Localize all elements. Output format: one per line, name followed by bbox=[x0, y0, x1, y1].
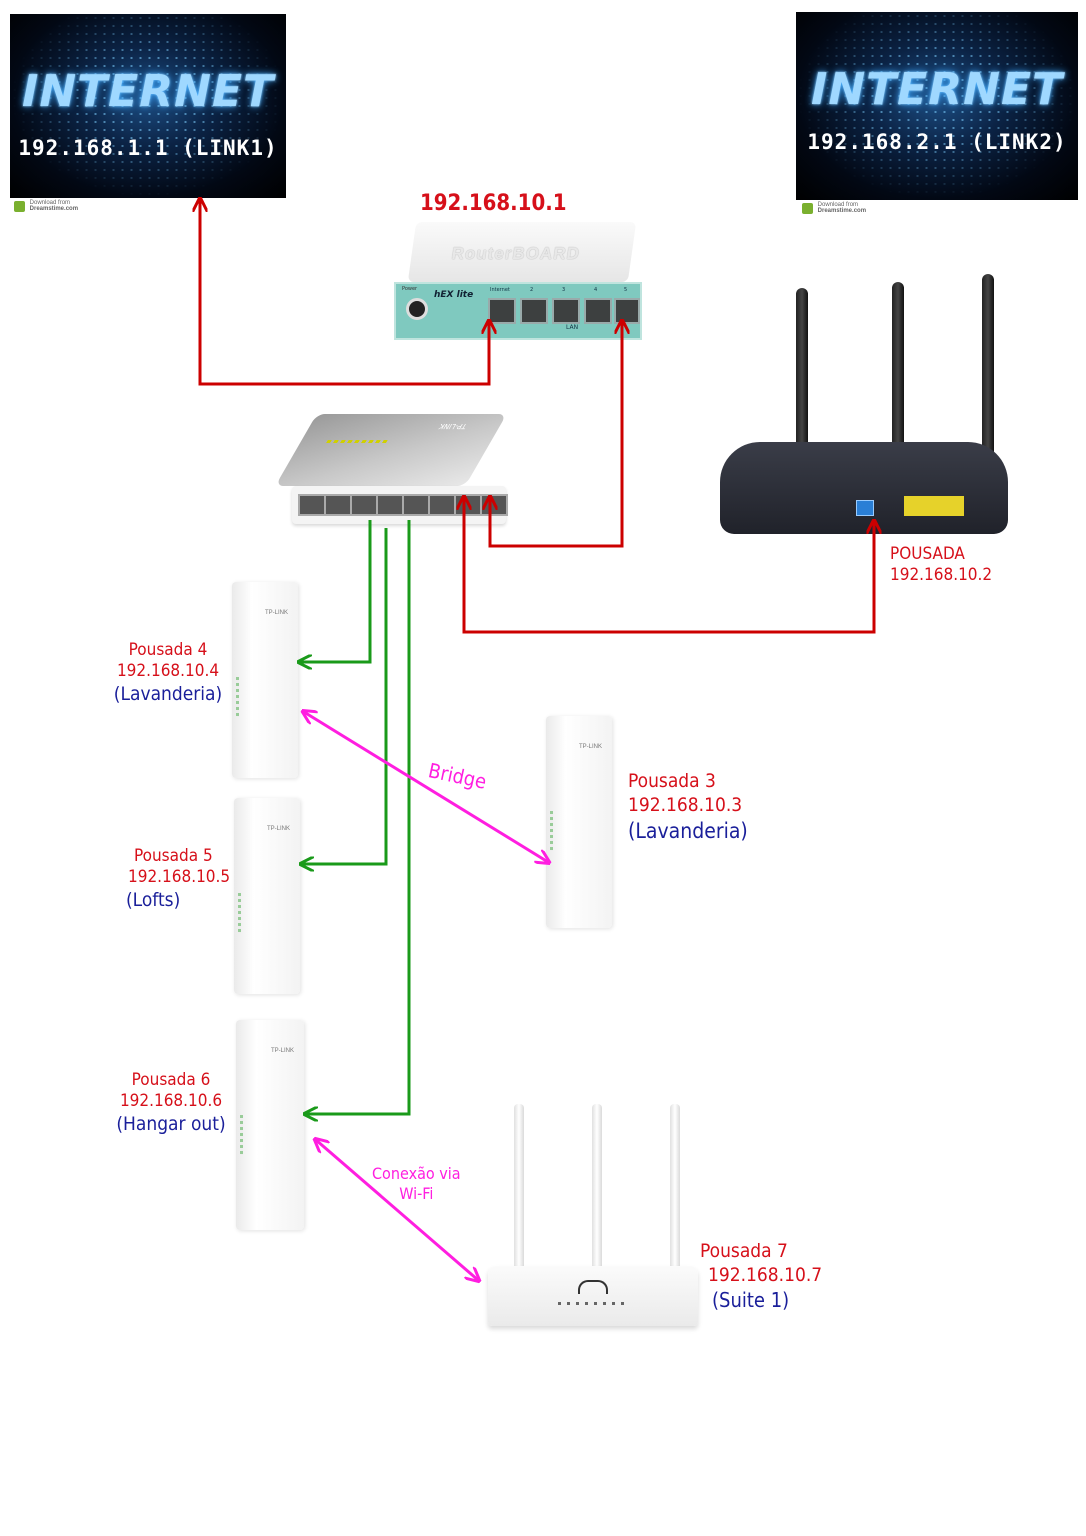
pousada6-access-point: TP-LINK bbox=[236, 1020, 304, 1230]
credit-line1: Download from bbox=[29, 200, 71, 206]
pousada7-router bbox=[486, 1100, 700, 1360]
device-ip: 192.168.10.6 bbox=[119, 1091, 223, 1112]
pousada7-label: Pousada 7 192.168.10.7 (Suite 1) bbox=[700, 1240, 822, 1313]
ap-brand: TP-LINK bbox=[270, 1048, 294, 1054]
internet-title: INTERNET bbox=[21, 66, 275, 117]
port-label-5: 5 bbox=[624, 287, 628, 293]
device-name: POUSADA bbox=[890, 544, 965, 564]
pousada4-label: Pousada 4 192.168.10.4 (Lavanderia) bbox=[98, 640, 238, 706]
lan-ports[interactable] bbox=[904, 496, 964, 516]
pousada5-access-point: TP-LINK bbox=[234, 798, 300, 994]
ap-brand: TP-LINK bbox=[266, 826, 290, 832]
device-ip: 192.168.10.2 bbox=[890, 565, 993, 586]
wire-switch-to-pousada4 bbox=[300, 520, 372, 662]
pousada5-label: Pousada 5 192.168.10.5 (Lofts) bbox=[110, 846, 240, 912]
device-location: (Suite 1) bbox=[712, 1287, 790, 1312]
device-location: (Lofts) bbox=[126, 888, 181, 911]
wifi-label-line1: Conexão via bbox=[372, 1164, 461, 1183]
internet-link2-panel: INTERNET 192.168.2.1 (LINK2) bbox=[796, 12, 1078, 200]
port-label-4: 4 bbox=[594, 287, 598, 293]
internet-link1-panel: INTERNET 192.168.1.1 (LINK1) bbox=[10, 14, 286, 198]
wire-router-to-link1 bbox=[200, 200, 489, 386]
ap-leds bbox=[238, 893, 241, 933]
device-name: Pousada 4 bbox=[128, 640, 208, 660]
ap-brand: TP-LINK bbox=[264, 610, 288, 616]
wire-switch-to-pousada6 bbox=[306, 520, 411, 1114]
device-ip: 192.168.10.4 bbox=[116, 661, 220, 682]
ap-leds bbox=[236, 677, 239, 717]
router-body bbox=[488, 1266, 698, 1326]
dreamstime-logo-icon bbox=[14, 200, 25, 212]
pousada-main-label: POUSADA 192.168.10.2 bbox=[890, 544, 992, 587]
pousada6-label: Pousada 6 192.168.10.6 (Hangar out) bbox=[96, 1070, 246, 1136]
multilaser-logo-icon bbox=[578, 1280, 608, 1294]
device-ip: 192.168.10.7 bbox=[708, 1263, 823, 1286]
device-name: Pousada 6 bbox=[131, 1070, 211, 1090]
internet-particles bbox=[796, 12, 1078, 200]
antenna-right-icon bbox=[670, 1104, 680, 1270]
router-status-leds bbox=[558, 1302, 628, 1305]
wire-router-to-switch bbox=[490, 322, 622, 548]
wire-switch-to-pousada5 bbox=[302, 528, 388, 864]
port-label-internet: Internet bbox=[490, 287, 510, 293]
internet-title: INTERNET bbox=[810, 64, 1064, 115]
ap-brand: TP-LINK bbox=[578, 744, 602, 750]
antenna-middle-icon bbox=[592, 1104, 602, 1270]
device-name: Pousada 3 bbox=[628, 770, 716, 792]
port-label-2: 2 bbox=[530, 287, 534, 293]
pousada4-access-point: TP-LINK bbox=[232, 582, 298, 778]
internet-particles bbox=[10, 14, 286, 198]
dreamstime-logo-icon bbox=[802, 202, 813, 214]
antenna-left-icon bbox=[514, 1104, 524, 1270]
link1-label: 192.168.1.1 (LINK1) bbox=[18, 136, 278, 160]
device-ip: 192.168.10.5 bbox=[128, 867, 231, 888]
link-bridge-pousada4-pousada3 bbox=[304, 712, 548, 862]
device-location: (Hangar out) bbox=[116, 1112, 226, 1135]
pousada3-access-point: TP-LINK bbox=[546, 716, 612, 928]
link2-label: 192.168.2.1 (LINK2) bbox=[807, 130, 1067, 154]
wire-switch-to-pousada-main bbox=[464, 498, 874, 634]
credit-line2: Dreamstime.com bbox=[817, 208, 867, 214]
link-wifi-pousada6-pousada7 bbox=[316, 1140, 478, 1280]
device-location: (Lavanderia) bbox=[113, 682, 223, 705]
wifi-label-line2: Wi-Fi bbox=[399, 1184, 434, 1203]
device-location: (Lavanderia) bbox=[628, 818, 748, 843]
wifi-link-label: Conexão via Wi-Fi bbox=[372, 1164, 461, 1204]
device-name: Pousada 7 bbox=[700, 1240, 788, 1262]
pousada3-label: Pousada 3 192.168.10.3 (Lavanderia) bbox=[628, 770, 748, 844]
credit-line1: Download from bbox=[817, 202, 859, 208]
device-name: Pousada 5 bbox=[134, 846, 213, 866]
ap-leds bbox=[240, 1115, 243, 1155]
port-label-3: 3 bbox=[562, 287, 566, 293]
device-ip: 192.168.10.3 bbox=[628, 793, 743, 816]
credit-line2: Dreamstime.com bbox=[29, 206, 79, 212]
link1-credit: Download from Dreamstime.com bbox=[14, 200, 78, 212]
link2-credit: Download from Dreamstime.com bbox=[802, 202, 866, 214]
